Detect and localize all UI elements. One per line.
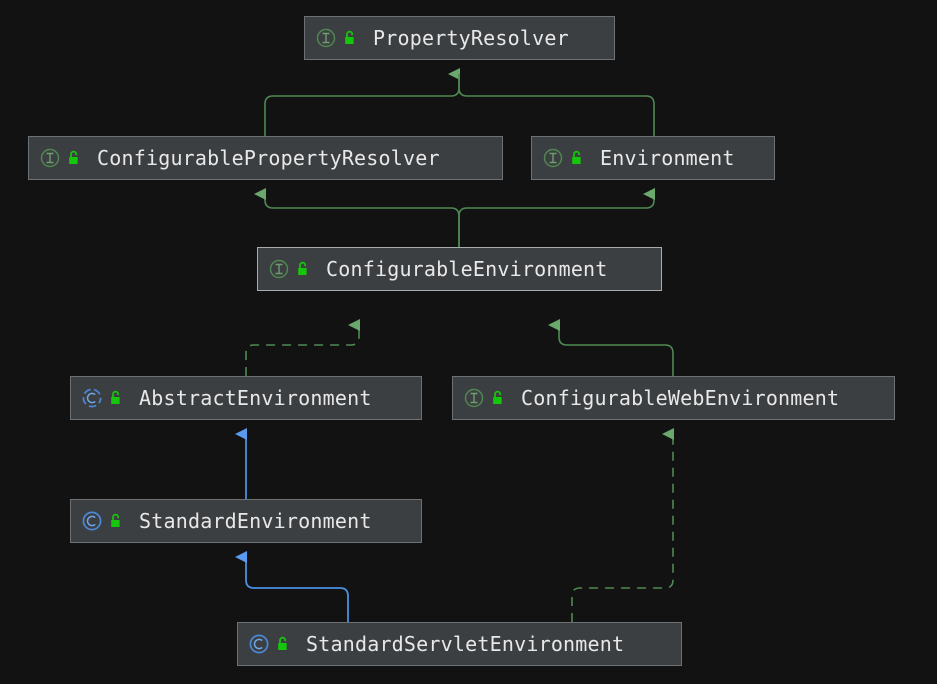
- node-icon-group: [81, 387, 123, 409]
- node-label: AbstractEnvironment: [139, 386, 372, 410]
- edge-configurable-web-environment-to-configurable-environment: [548, 319, 674, 376]
- edge-abstract-environment-to-configurable-environment: [245, 319, 360, 376]
- node-configurable-property-resolver[interactable]: ConfigurablePropertyResolver: [28, 136, 503, 180]
- edge-configurable-environment-to-environment: [458, 188, 655, 247]
- interface-icon: [464, 388, 484, 408]
- node-label: StandardEnvironment: [139, 509, 372, 533]
- interface-icon: [40, 148, 60, 168]
- node-icon-group: [39, 147, 81, 169]
- unlocked-padlock-icon: [298, 261, 307, 275]
- unlocked-padlock-icon: [493, 390, 502, 404]
- interface-icon: [316, 28, 336, 48]
- node-standard-servlet-environment[interactable]: StandardServletEnvironment: [237, 622, 682, 666]
- node-label: ConfigurableEnvironment: [326, 257, 608, 281]
- unlocked-padlock-icon: [111, 513, 120, 527]
- node-label: PropertyResolver: [373, 26, 569, 50]
- node-label: Environment: [600, 146, 735, 170]
- unlocked-padlock-icon: [278, 636, 287, 650]
- edge-standard-servlet-environment-to-configurable-web-environment: [571, 428, 674, 622]
- node-icon-group: [268, 258, 310, 280]
- node-label: ConfigurableWebEnvironment: [521, 386, 840, 410]
- abstract-class-icon: [82, 388, 102, 408]
- node-abstract-environment[interactable]: AbstractEnvironment: [70, 376, 422, 420]
- node-icon-group: [542, 147, 584, 169]
- edge-configurable-environment-to-configurable-property-resolver: [254, 188, 460, 247]
- node-configurable-environment[interactable]: ConfigurableEnvironment: [257, 247, 662, 291]
- node-icon-group: [81, 510, 123, 532]
- node-label: ConfigurablePropertyResolver: [97, 146, 440, 170]
- unlocked-padlock-icon: [111, 390, 120, 404]
- edge-standard-servlet-environment-to-standard-environment: [235, 551, 349, 622]
- node-configurable-web-environment[interactable]: ConfigurableWebEnvironment: [452, 376, 895, 420]
- node-property-resolver[interactable]: PropertyResolver: [304, 16, 615, 60]
- edge-configurable-property-resolver-to-property-resolver: [264, 68, 460, 136]
- node-icon-group: [463, 387, 505, 409]
- interface-icon: [269, 259, 289, 279]
- unlocked-padlock-icon: [69, 150, 78, 164]
- edge-environment-to-property-resolver: [458, 74, 655, 136]
- node-icon-group: [315, 27, 357, 49]
- unlocked-padlock-icon: [345, 30, 354, 44]
- unlocked-padlock-icon: [572, 150, 581, 164]
- class-icon: [249, 634, 269, 654]
- node-standard-environment[interactable]: StandardEnvironment: [70, 499, 422, 543]
- interface-icon: [543, 148, 563, 168]
- node-label: StandardServletEnvironment: [306, 632, 625, 656]
- node-icon-group: [248, 633, 290, 655]
- class-icon: [82, 511, 102, 531]
- node-environment[interactable]: Environment: [531, 136, 775, 180]
